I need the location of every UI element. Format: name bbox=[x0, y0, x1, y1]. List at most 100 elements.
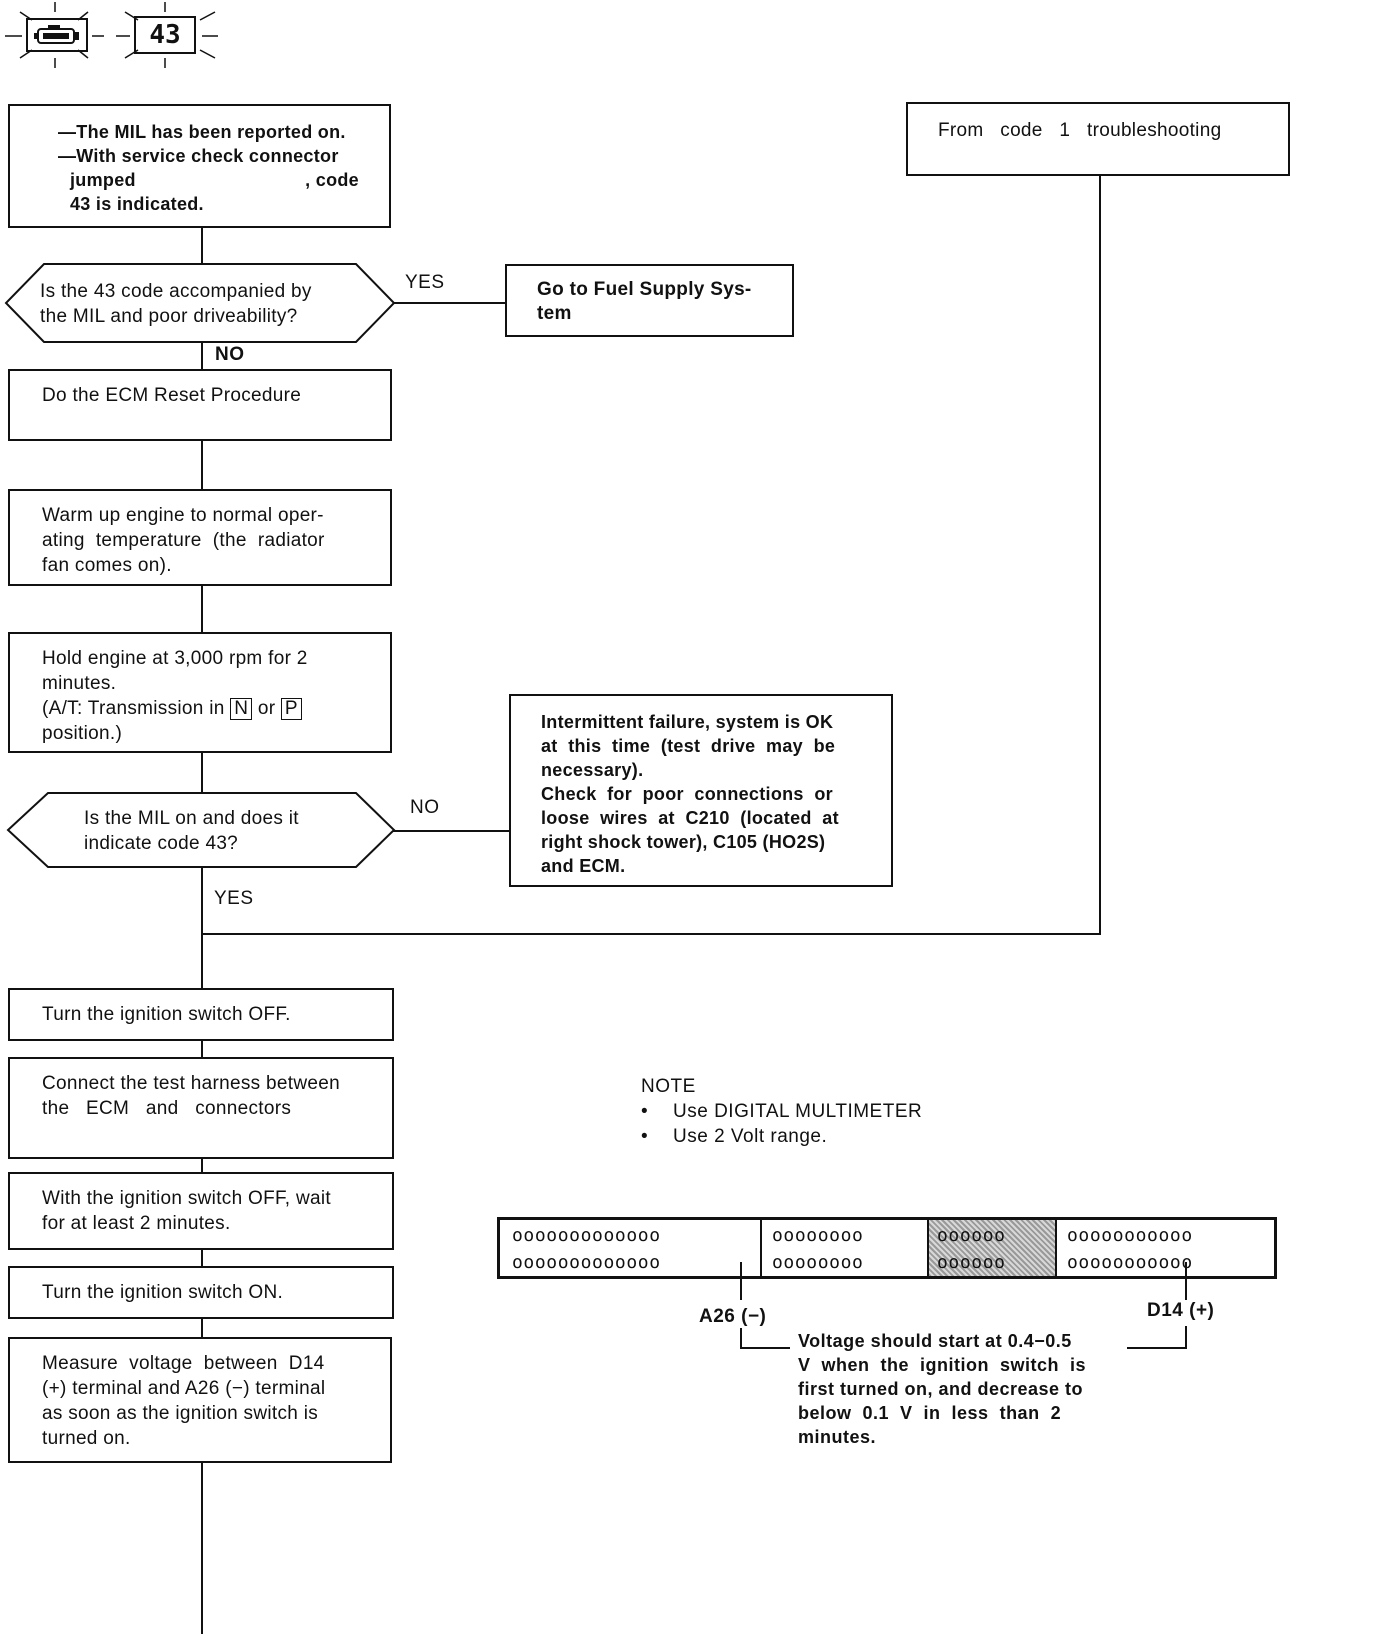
voltage-line: first turned on, and decrease to bbox=[798, 1379, 1084, 1399]
flow-line bbox=[201, 933, 1101, 935]
intermittent-line: at this time (test drive may be bbox=[541, 736, 836, 756]
pin-row: oooooo bbox=[937, 1252, 1006, 1273]
start-box: —The MIL has been reported on. —With ser… bbox=[8, 104, 391, 228]
flow-line bbox=[201, 342, 203, 370]
measure-line: turned on. bbox=[42, 1428, 131, 1449]
no-label: NO bbox=[215, 344, 245, 365]
warm-up-box: Warm up engine to normal oper- ating tem… bbox=[8, 489, 392, 586]
flow-line bbox=[1099, 176, 1101, 935]
start-line: , code bbox=[305, 170, 359, 190]
connect-harness-box: Connect the test harness between the ECM… bbox=[8, 1057, 394, 1159]
no-label: NO bbox=[410, 797, 440, 818]
start-line: —With service check connector bbox=[58, 146, 339, 166]
bracket-line bbox=[1127, 1347, 1187, 1349]
warm-line: fan comes on). bbox=[42, 555, 172, 576]
connector-segment-b: oooooooo oooooooo bbox=[762, 1220, 929, 1276]
note-item: •Use 2 Volt range. bbox=[641, 1126, 828, 1147]
flow-line bbox=[201, 1249, 203, 1267]
intermittent-failure-box: Intermittent failure, system is OK at th… bbox=[509, 694, 893, 887]
code-number: 43 bbox=[149, 20, 181, 50]
note-title: NOTE bbox=[641, 1076, 696, 1097]
warm-line: Warm up engine to normal oper- bbox=[42, 505, 324, 526]
engine-shape bbox=[34, 25, 79, 44]
header-mil-code: 43 bbox=[0, 0, 230, 70]
hexagon-shape bbox=[4, 263, 396, 343]
fuel-line: tem bbox=[537, 303, 572, 324]
decision-mil-code-43: Is the MIL on and does it indicate code … bbox=[6, 792, 396, 868]
hold-engine-box: Hold engine at 3,000 rpm for 2 minutes. … bbox=[8, 632, 392, 753]
flow-line bbox=[392, 830, 509, 832]
intermittent-line: Check for poor connections or bbox=[541, 784, 833, 804]
intermittent-line: right shock tower), C105 (HO2S) bbox=[541, 832, 826, 852]
connector-segment-c-shaded: oooooo oooooo bbox=[929, 1220, 1057, 1276]
decision-text: Is the MIL on and does it indicate code … bbox=[84, 806, 299, 856]
start-line: jumped bbox=[70, 170, 136, 190]
wait-box: With the ignition switch OFF, wait for a… bbox=[8, 1172, 394, 1250]
voltage-line: V when the ignition switch is bbox=[798, 1355, 1087, 1375]
hold-line-trans: (A/T: Transmission in N or P bbox=[42, 696, 362, 721]
connector-segment-d: ooooooooooo ooooooooooo bbox=[1057, 1220, 1274, 1276]
intermittent-line: and ECM. bbox=[541, 856, 626, 876]
voltage-note: Voltage should start at 0.4−0.5 V when t… bbox=[798, 1329, 1120, 1449]
bracket-line bbox=[1185, 1326, 1187, 1348]
trans-or: or bbox=[252, 698, 281, 719]
pin-row: ooooooooooooo bbox=[512, 1252, 661, 1273]
wait-line: for at least 2 minutes. bbox=[42, 1213, 231, 1234]
measure-line: (+) terminal and A26 (−) terminal bbox=[42, 1378, 326, 1399]
label-d14: D14 (+) bbox=[1147, 1300, 1215, 1321]
pin-row: ooooooooooo bbox=[1067, 1225, 1193, 1246]
trans-prefix: (A/T: Transmission in bbox=[42, 698, 231, 719]
ignition-on-box: Turn the ignition switch ON. bbox=[8, 1266, 394, 1319]
intermittent-line: Intermittent failure, system is OK bbox=[541, 712, 834, 732]
fuel-line: Go to Fuel Supply Sys- bbox=[537, 279, 752, 300]
flow-line bbox=[201, 228, 203, 264]
decision-line: the MIL and poor driveability? bbox=[40, 306, 298, 327]
probe-line-a26 bbox=[740, 1262, 742, 1300]
ignition-on-text: Turn the ignition switch ON. bbox=[42, 1282, 284, 1303]
note-item-text: Use 2 Volt range. bbox=[673, 1126, 828, 1147]
code-badge: 43 bbox=[134, 16, 196, 54]
fuel-supply-box: Go to Fuel Supply Sys- tem bbox=[505, 264, 794, 337]
flow-line bbox=[201, 1462, 203, 1634]
intermittent-line: necessary). bbox=[541, 760, 644, 780]
note-item-text: Use DIGITAL MULTIMETER bbox=[673, 1101, 923, 1122]
bracket-line bbox=[740, 1328, 742, 1348]
flow-line bbox=[201, 1318, 203, 1338]
ecm-reset-box: Do the ECM Reset Procedure bbox=[8, 369, 392, 441]
probe-line-d14 bbox=[1185, 1262, 1187, 1300]
voltage-line: below 0.1 V in less than 2 bbox=[798, 1403, 1062, 1423]
bracket-line bbox=[740, 1347, 790, 1349]
flow-line bbox=[201, 752, 203, 794]
reset-text: Do the ECM Reset Procedure bbox=[42, 385, 302, 406]
decision-line: Is the 43 code accompanied by bbox=[40, 281, 312, 302]
ecm-connector: ooooooooooooo ooooooooooooo oooooooo ooo… bbox=[497, 1217, 1277, 1279]
connect-line: Connect the test harness between bbox=[42, 1073, 340, 1094]
decision-line: Is the MIL on and does it bbox=[84, 808, 299, 829]
ignition-off-text: Turn the ignition switch OFF. bbox=[42, 1004, 291, 1025]
flow-line bbox=[201, 440, 203, 490]
hold-line: position.) bbox=[42, 723, 123, 744]
pin-row: oooooo bbox=[937, 1225, 1006, 1246]
pin-row: ooooooooooooo bbox=[512, 1225, 661, 1246]
check-engine-icon bbox=[26, 18, 88, 52]
pin-row: oooooooo bbox=[772, 1225, 864, 1246]
warm-line: ating temperature (the radiator bbox=[42, 530, 325, 551]
pin-row: oooooooo bbox=[772, 1252, 864, 1273]
connector-segment-a: ooooooooooooo ooooooooooooo bbox=[500, 1220, 762, 1276]
decision-43-driveability: Is the 43 code accompanied by the MIL an… bbox=[4, 263, 396, 343]
yes-label: YES bbox=[405, 272, 445, 293]
decision-line: indicate code 43? bbox=[84, 833, 239, 854]
flow-line bbox=[201, 866, 203, 990]
flow-line bbox=[201, 1158, 203, 1174]
from-code-box: From code 1 troubleshooting bbox=[906, 102, 1290, 176]
note-item: •Use DIGITAL MULTIMETER bbox=[641, 1101, 923, 1122]
wait-line: With the ignition switch OFF, wait bbox=[42, 1188, 331, 1209]
hexagon-shape bbox=[6, 792, 396, 868]
gear-p-badge: P bbox=[280, 698, 302, 720]
voltage-line: minutes. bbox=[798, 1427, 877, 1447]
measure-voltage-box: Measure voltage between D14 (+) terminal… bbox=[8, 1337, 392, 1463]
start-line: 43 is indicated. bbox=[70, 194, 204, 214]
yes-label: YES bbox=[214, 888, 254, 909]
pin-row: ooooooooooo bbox=[1067, 1252, 1193, 1273]
measure-line: Measure voltage between D14 bbox=[42, 1353, 325, 1374]
